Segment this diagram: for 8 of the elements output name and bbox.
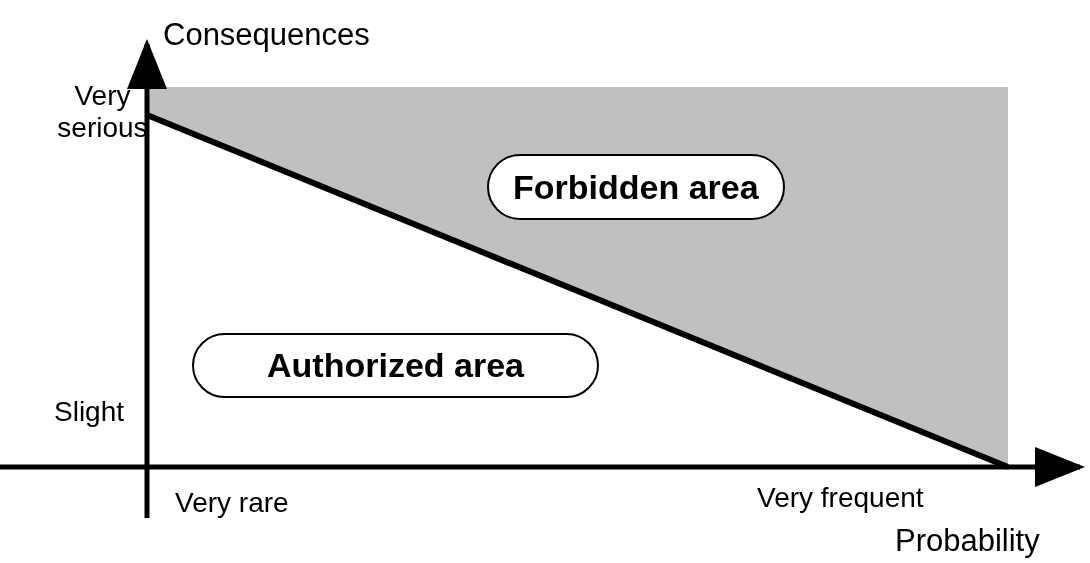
zone-label: Forbidden area [487,154,785,220]
zone-label: Authorized area [192,333,599,398]
axis-title: Consequences [163,17,370,53]
axis-tick-label: Very frequent [757,482,924,515]
axis-tick-label: Very serious [56,80,149,145]
axis-tick-label: Slight [54,396,125,429]
axis-tick-label: Very rare [175,487,289,520]
axis-title: Probability [895,523,1040,559]
